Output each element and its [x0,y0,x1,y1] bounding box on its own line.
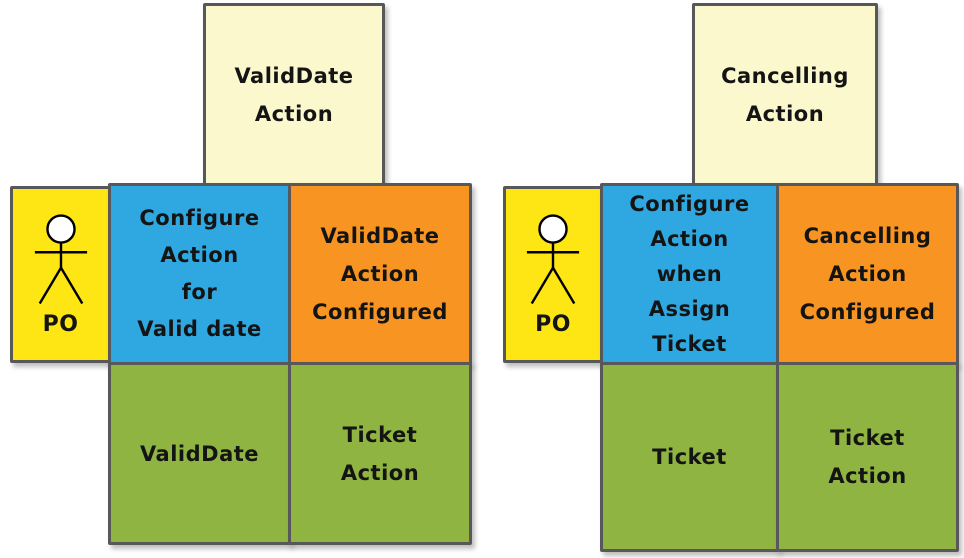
entity-note-output: Ticket Action [288,362,472,545]
action-configured-note: ValidDate Action Configured [288,183,472,365]
actor-label: PO [535,311,571,337]
action-configured-note: Cancelling Action Configured [776,183,959,365]
actor-note: PO [503,186,603,363]
title-note: ValidDate Action [203,3,385,186]
stick-figure-icon [34,213,87,304]
entity-note-input: Ticket [600,362,779,552]
entity-note-input: ValidDate [108,362,291,545]
stick-figure-icon [526,213,580,304]
entity-note-output: Ticket Action [776,362,959,552]
title-note: Cancelling Action [692,3,878,186]
configure-action-note: Configure Action for Valid date [108,183,291,365]
actor-label: PO [42,311,79,337]
configure-action-note: Configure Action when Assign Ticket [600,183,779,365]
actor-note: PO [10,186,111,363]
